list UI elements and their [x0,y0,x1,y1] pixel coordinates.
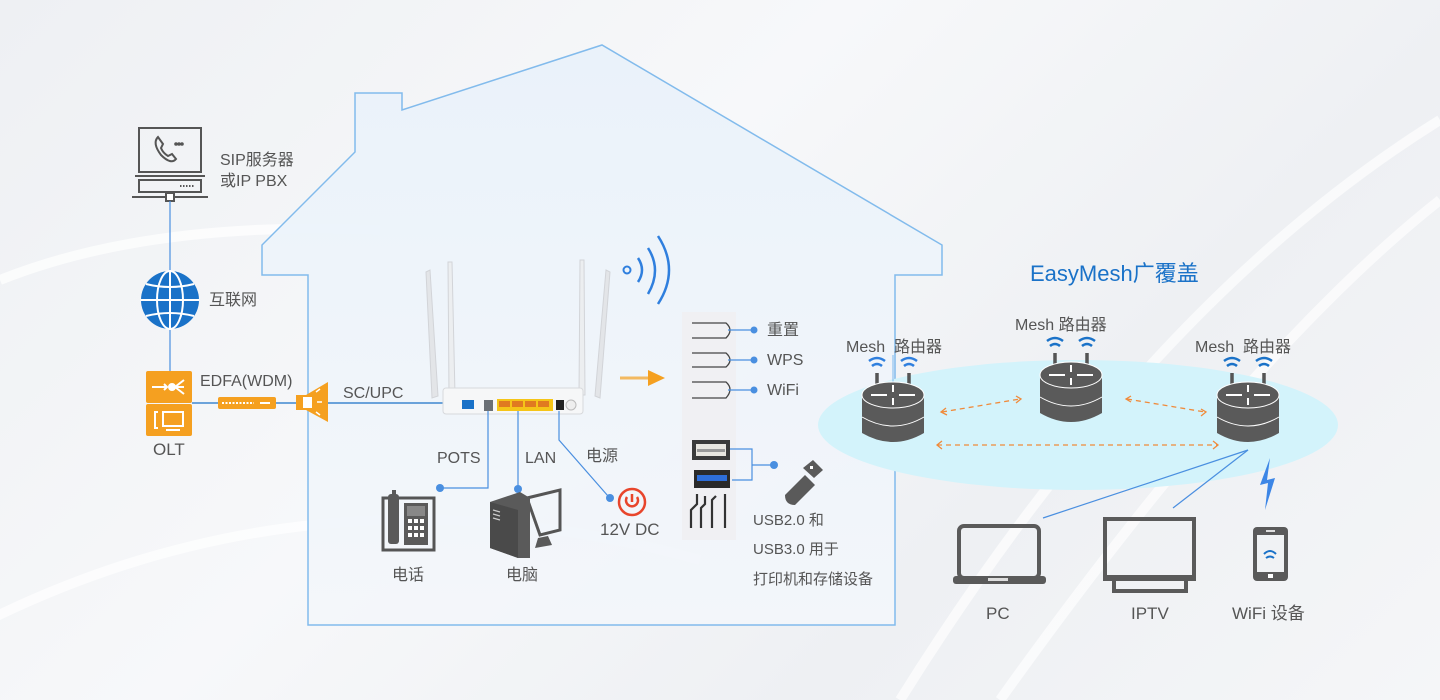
reset-button-label: 重置 [767,322,800,339]
ont-router [425,259,611,415]
lan-label: LAN [525,450,557,467]
tv-icon [1103,517,1196,593]
button-leader-lines [728,329,754,391]
internet-label: 互联网 [209,292,258,309]
olt-label: OLT [153,440,185,459]
usb2-port-icon [692,440,730,460]
smartphone-icon [1253,527,1288,581]
wifi-button-label: WiFi [767,382,799,399]
power-icon [617,487,647,517]
sip-server-label: SIP服务器 [220,152,294,169]
usb-symbol-icon [689,494,727,528]
globe-icon [141,270,199,330]
pc-label: PC [986,604,1010,623]
wifi-signal-icon [622,235,671,305]
pon-port [462,400,474,409]
client-links [1042,449,1249,519]
wifi-device-label: WiFi 设备 [1232,604,1305,623]
computer-label: 电脑 [506,567,539,584]
mesh-node-label: Mesh 路由器 [1195,339,1292,356]
usb3-port-icon [694,470,730,488]
mesh-link-arrowheads [935,395,1220,450]
mesh-coverage-area [818,360,1338,490]
edfa-label: EDFA(WDM) [200,373,293,390]
sip-server-alt-label: 或IP PBX [220,173,288,190]
olt-icon [146,371,192,436]
sip-server-icon [132,127,208,202]
mesh-links [937,398,1218,446]
side-panel [682,312,736,540]
usb-desc-line-3: 打印机和存储设备 [753,571,874,588]
edfa-icon [218,397,276,409]
arrow-to-panel [620,370,665,386]
power-label: 电源 [586,448,619,465]
usb-desc-line-2: USB3.0 用于 [753,541,839,558]
usb-desc-line-1: USB2.0 和 [753,512,824,529]
mesh-node-label: Mesh 路由器 [846,339,943,356]
lightning-icon [1260,458,1275,510]
mesh-node-label: Mesh 路由器 [1015,317,1107,334]
mesh-router-icon [1216,356,1280,442]
power-port [556,400,564,410]
dc-power-label: 12V DC [600,520,660,539]
pots-label: POTS [437,450,481,467]
iptv-label: IPTV [1131,604,1169,623]
wps-button-label: WPS [767,352,804,369]
usb-flash-drive-icon [785,460,823,505]
usb-leader-lines [730,448,772,481]
mesh-title: EasyMesh广覆盖 [1030,261,1199,286]
laptop-icon [953,524,1046,584]
sc-upc-connector-icon [296,382,328,422]
pots-port [484,400,493,411]
telephone-icon [381,490,436,552]
desktop-computer-icon [490,488,562,558]
sc-upc-label: SC/UPC [343,385,404,402]
mesh-router-icon [1039,336,1103,422]
port-lines [440,411,609,497]
phone-label: 电话 [392,567,425,584]
mesh-router-icon [861,356,925,442]
